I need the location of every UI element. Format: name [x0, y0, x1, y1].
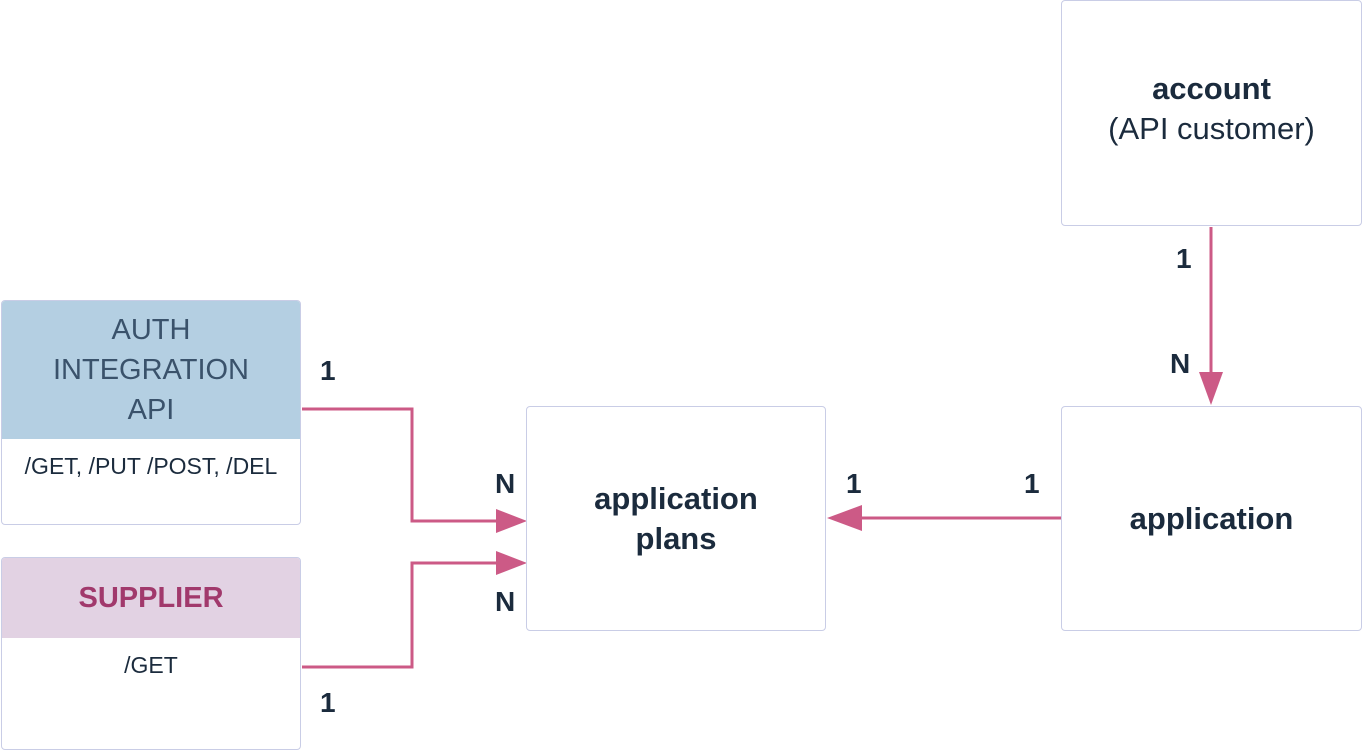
supplier-header: SUPPLIER — [2, 558, 300, 638]
account-to-application-arrowhead — [1199, 372, 1223, 405]
auth-to-plans-arrowhead — [496, 509, 527, 533]
supplier-entity: SUPPLIER /GET — [1, 557, 301, 750]
cardinality-label: N — [495, 468, 516, 499]
supplier-to-plans-arrowhead — [496, 551, 527, 575]
account-title: account — [1152, 71, 1271, 106]
application-label: application — [1129, 500, 1294, 536]
auth-api-header-line: AUTH — [111, 314, 191, 346]
auth-integration-api-entity: AUTH INTEGRATION API /GET, /PUT /POST, /… — [1, 300, 301, 525]
application-plans-entity: application plans — [526, 406, 826, 631]
supplier-to-plans-connector — [302, 561, 512, 669]
cardinality-label: 1 — [846, 468, 862, 499]
cardinality-label: N — [495, 586, 516, 617]
auth-api-endpoints: /GET, /PUT /POST, /DEL — [24, 453, 278, 479]
auth-api-header: AUTH INTEGRATION API — [2, 301, 300, 439]
application-entity: application — [1061, 406, 1362, 631]
auth-api-header-line: INTEGRATION — [52, 354, 250, 386]
account-subtitle: (API customer) — [1108, 111, 1315, 146]
application-plans-label-line: plans — [635, 520, 717, 556]
application-plans-label-line: application — [594, 480, 758, 516]
cardinality-label: 1 — [320, 355, 336, 386]
cardinality-label: 1 — [1176, 243, 1192, 274]
cardinality-label: 1 — [1024, 468, 1040, 499]
cardinality-label: 1 — [320, 687, 336, 718]
supplier-header-label: SUPPLIER — [78, 582, 224, 614]
auth-api-header-line: API — [127, 394, 175, 426]
application-to-plans-arrowhead — [827, 505, 862, 531]
account-entity: account (API customer) — [1061, 0, 1362, 226]
supplier-endpoints: /GET — [124, 652, 178, 678]
cardinality-label: N — [1170, 348, 1191, 379]
auth-to-plans-connector — [302, 407, 512, 523]
